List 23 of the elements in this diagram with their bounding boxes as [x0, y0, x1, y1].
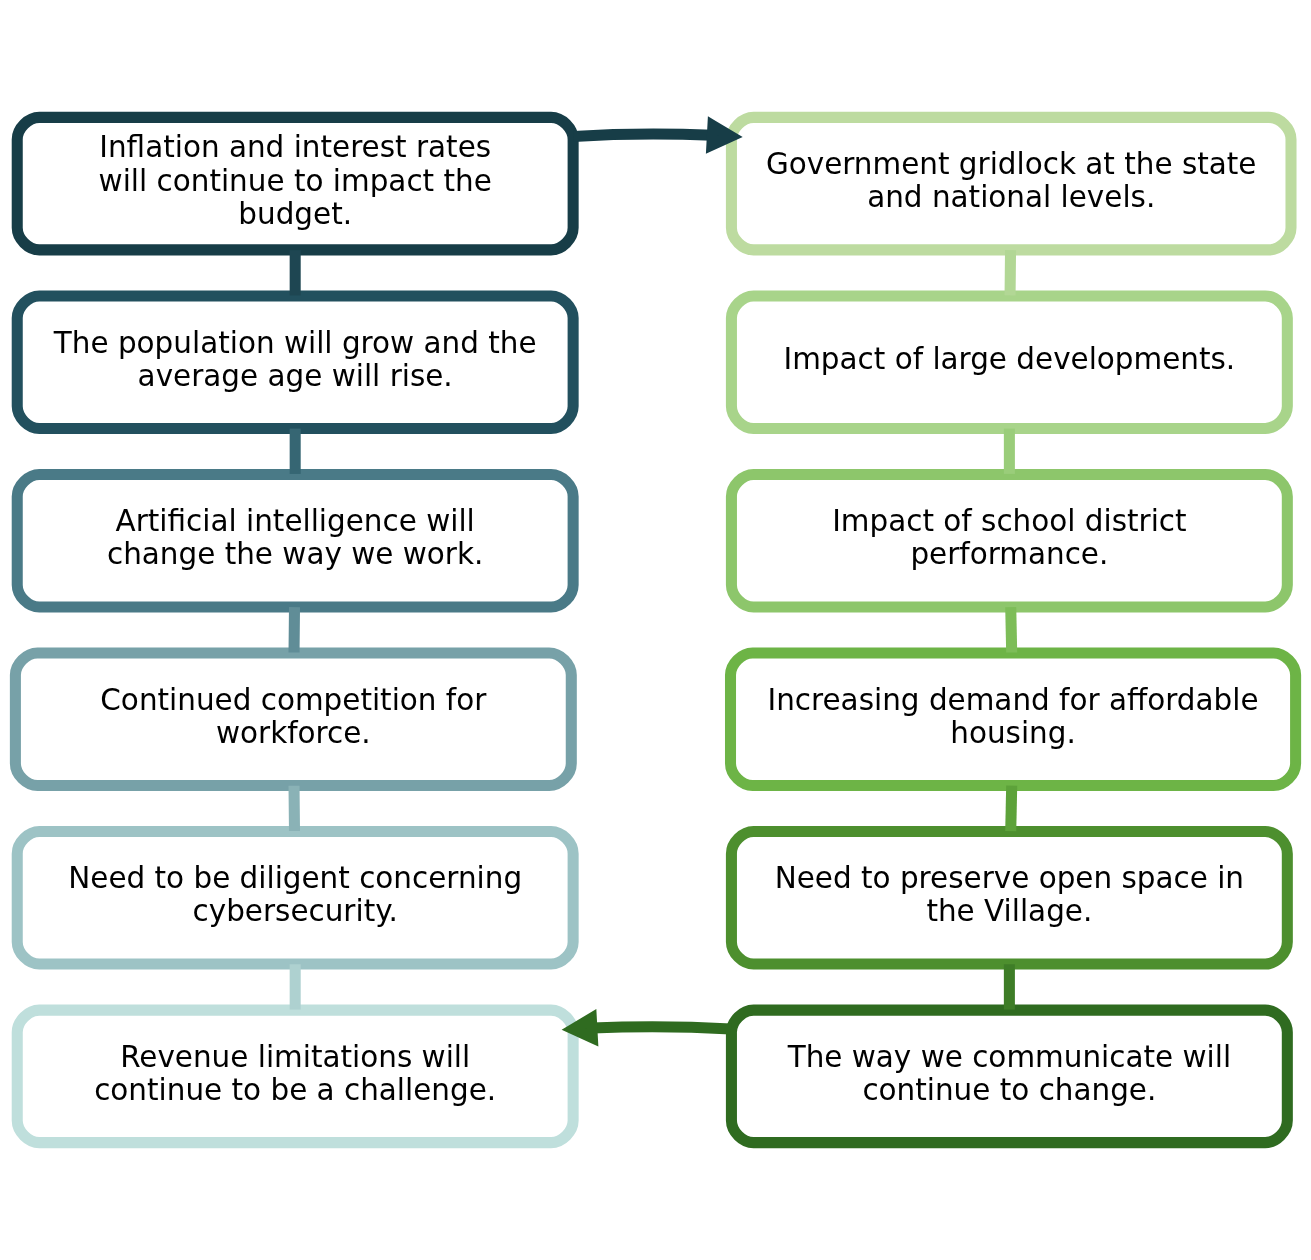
node-box: Need to preserve open space in the Village. [725, 826, 1293, 970]
node-box: Revenue limitations will continue to be a challenge. [11, 1004, 579, 1149]
node-box: Continued competition for workforce. [9, 647, 577, 792]
node-box: Artificial intelligence will change the way we work. [11, 468, 579, 613]
node-box: Need to be diligent concerning cybersecurity. [11, 826, 579, 970]
connector [1003, 964, 1015, 1010]
connector [1003, 428, 1015, 474]
connector [289, 964, 301, 1010]
connector [289, 428, 301, 474]
connector [288, 785, 300, 832]
node-box: Increasing demand for affordable housing. [725, 647, 1302, 792]
connector [1004, 250, 1017, 296]
connector [1005, 785, 1018, 832]
node-box: Impact of school district performance. [725, 468, 1293, 613]
node-box: Government gridlock at the state and national levels. [725, 111, 1297, 256]
node-box: The way we communicate will continue to change. [725, 1004, 1293, 1149]
connector [288, 607, 300, 653]
connector [1005, 607, 1018, 653]
arrow [573, 116, 743, 154]
node-box: Impact of large developments. [725, 290, 1293, 434]
node-box: Inflation and interest rates will continue to impact the budget. [11, 111, 579, 256]
node-box: The population will grow and the average age will rise. [11, 290, 579, 434]
connector [289, 250, 301, 296]
